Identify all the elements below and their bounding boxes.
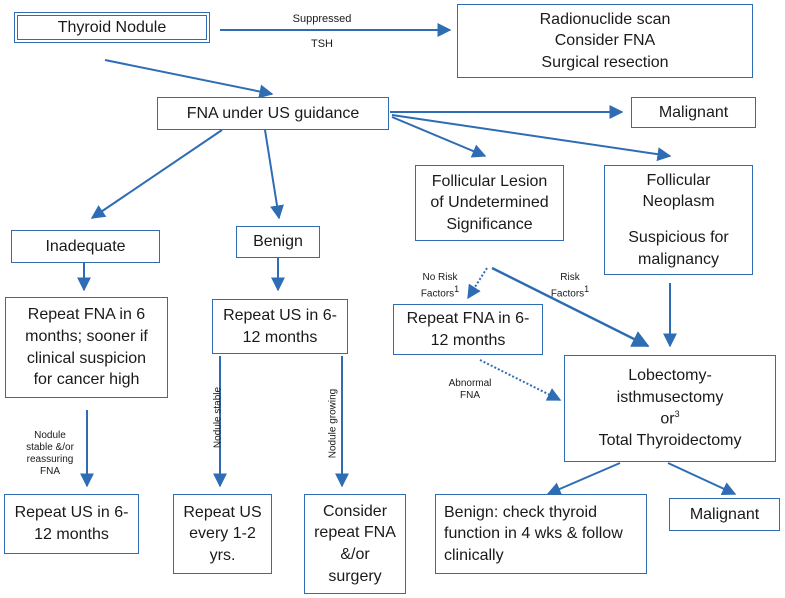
fna-us-label: FNA under US guidance bbox=[186, 104, 360, 122]
follicular-neoplasm-box: Follicular Neoplasm Suspicious for malig… bbox=[604, 165, 753, 275]
benign-check-line-3: clinically bbox=[444, 546, 504, 564]
repeat-us-6-12-box: Repeat US in 6- 12 months bbox=[212, 299, 348, 354]
lobectomy-line-1: Lobectomy- bbox=[628, 367, 712, 385]
malignant-top-box: Malignant bbox=[631, 97, 756, 128]
footnote-1a: 1 bbox=[454, 284, 460, 294]
fna-us-box: FNA under US guidance bbox=[157, 97, 389, 130]
repeat-us-1-2-line-2: every 1-2 bbox=[189, 525, 256, 543]
label-abnormal: Abnormal bbox=[448, 378, 492, 389]
label-risk: Risk bbox=[560, 272, 580, 283]
repeat-us-1-2-line-1: Repeat US bbox=[183, 503, 262, 521]
suspicious-line-1: Suspicious for bbox=[628, 229, 729, 246]
thyroid-nodule-box: Thyroid Nodule bbox=[14, 12, 210, 43]
repeat-fna-6-line-1: Repeat FNA in 6 bbox=[27, 306, 146, 324]
malignant-top-label: Malignant bbox=[658, 103, 729, 121]
lobectomy-line-4: Total Thyroidectomy bbox=[598, 432, 742, 450]
label-fna: FNA bbox=[460, 390, 480, 401]
repeat-fna-6-box: Repeat FNA in 6 months; sooner if clinic… bbox=[5, 297, 168, 398]
suspicious-line-2: malignancy bbox=[638, 250, 719, 268]
arrow-fna-to-benign bbox=[264, 129, 284, 220]
repeat-fna-6-line-2: months; sooner if bbox=[25, 327, 148, 345]
label-nsr-2: stable &/or bbox=[26, 442, 74, 453]
repeat-fna-6-12-box: Repeat FNA in 6- 12 months bbox=[393, 304, 543, 355]
repeat-us-bottom-line-2: 12 months bbox=[34, 526, 109, 543]
inadequate-box: Inadequate bbox=[11, 230, 160, 263]
footnote-1b: 1 bbox=[584, 284, 590, 294]
lobectomy-footnote-3: 3 bbox=[674, 409, 680, 420]
repeat-us-6-12-line-2: 12 months bbox=[242, 328, 318, 346]
arrow-repeatfna-to-lobectomy bbox=[479, 359, 562, 401]
consider-repeat-box: Consider repeat FNA &/or surgery bbox=[304, 494, 406, 594]
flus-line-3: Significance bbox=[446, 215, 533, 233]
lobectomy-box: Lobectomy- isthmusectomy or3 Total Thyro… bbox=[564, 355, 776, 462]
radionuclide-line-3: Surgical resection bbox=[541, 53, 669, 71]
label-risk-factors: Risk Factors1 bbox=[540, 272, 600, 300]
label-factors-1: Factors bbox=[420, 288, 455, 300]
benign-check-line-1: Benign: check thyroid bbox=[444, 503, 597, 521]
radionuclide-line-1: Radionuclide scan bbox=[539, 10, 671, 28]
arrow-flus-to-lobectomy bbox=[491, 266, 650, 348]
radionuclide-box: Radionuclide scan Consider FNA Surgical … bbox=[457, 4, 753, 78]
arrow-fna-to-neoplasm bbox=[391, 114, 672, 162]
arrow-lobectomy-to-malignant bbox=[667, 462, 737, 496]
thyroid-nodule-label: Thyroid Nodule bbox=[57, 18, 167, 36]
benign-check-box: Benign: check thyroid function in 4 wks … bbox=[435, 494, 647, 574]
consider-line-3: &/or bbox=[340, 546, 370, 563]
label-nodule-stable: Nodule stable bbox=[212, 386, 224, 449]
label-nodule-growing: Nodule growing bbox=[327, 388, 339, 459]
arrow-fna-to-inadequate bbox=[90, 129, 223, 219]
label-tsh: TSH bbox=[311, 38, 333, 50]
consider-line-2: repeat FNA bbox=[314, 524, 396, 542]
neoplasm-line-1: Follicular bbox=[646, 171, 711, 189]
benign-label: Benign bbox=[253, 233, 303, 251]
consider-line-1: Consider bbox=[322, 502, 388, 520]
label-suppressed: Suppressed bbox=[292, 13, 352, 25]
lobectomy-line-3: or3 bbox=[660, 408, 679, 430]
arrow-nodule-to-fna bbox=[104, 59, 274, 99]
repeat-us-6-12-line-1: Repeat US in 6- bbox=[223, 306, 337, 324]
flus-box: Follicular Lesion of Undetermined Signif… bbox=[415, 165, 564, 241]
repeat-fna-6-line-3: clinical suspicion bbox=[26, 349, 147, 367]
repeat-fna-6-12-line-1: Repeat FNA in 6- bbox=[406, 309, 530, 327]
benign-check-line-2: function in 4 wks & follow bbox=[444, 525, 623, 543]
label-nsr-1: Nodule bbox=[34, 430, 66, 441]
lobectomy-or: or bbox=[660, 410, 675, 428]
label-no-risk-factors: No Risk Factors1 bbox=[410, 272, 470, 300]
repeat-fna-6-line-4: for cancer high bbox=[33, 371, 140, 389]
inadequate-label: Inadequate bbox=[45, 237, 126, 255]
flus-line-1: Follicular Lesion bbox=[431, 172, 548, 190]
radionuclide-line-2: Consider FNA bbox=[554, 32, 656, 50]
flus-line-2: of Undetermined bbox=[430, 194, 549, 212]
arrow-flus-to-repeatfna bbox=[467, 267, 488, 300]
label-nodule-stable-reassuring: Nodule stable &/or reassuring FNA bbox=[20, 430, 80, 478]
malignant-bottom-box: Malignant bbox=[669, 498, 780, 531]
malignant-bottom-label: Malignant bbox=[689, 505, 760, 523]
label-abnormal-fna: Abnormal FNA bbox=[440, 378, 500, 402]
label-nsr-4: FNA bbox=[40, 466, 60, 477]
arrow-fna-to-flus bbox=[391, 116, 487, 158]
consider-line-4: surgery bbox=[328, 567, 382, 585]
label-no-risk: No Risk bbox=[422, 272, 458, 283]
label-nsr-3: reassuring bbox=[26, 454, 74, 465]
label-factors-2: Factors bbox=[550, 288, 585, 300]
neoplasm-line-2: Neoplasm bbox=[642, 193, 715, 211]
lobectomy-line-2: isthmusectomy bbox=[616, 388, 724, 406]
repeat-us-bottom-box: Repeat US in 6- 12 months bbox=[4, 494, 139, 554]
repeat-us-bottom-line-1: Repeat US in 6- bbox=[14, 504, 129, 522]
arrow-lobectomy-to-benign bbox=[546, 462, 621, 496]
repeat-us-1-2-box: Repeat US every 1-2 yrs. bbox=[173, 494, 272, 574]
repeat-us-1-2-line-3: yrs. bbox=[209, 546, 236, 564]
benign-box: Benign bbox=[236, 226, 320, 258]
repeat-fna-6-12-line-2: 12 months bbox=[430, 331, 506, 349]
